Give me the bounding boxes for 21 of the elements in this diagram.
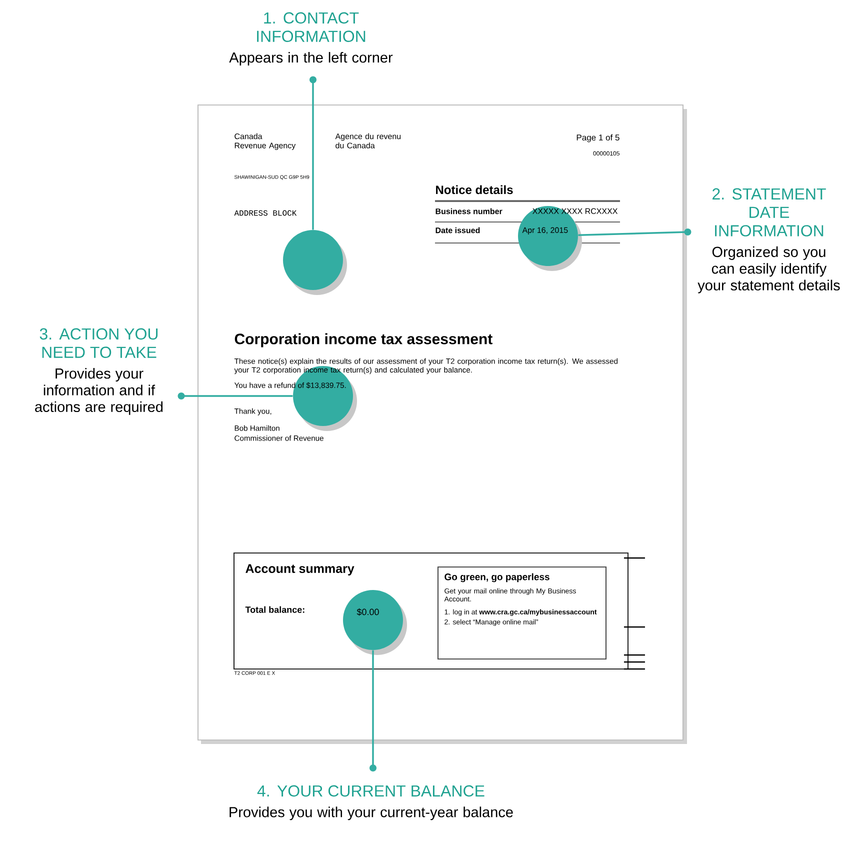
callout-text: 3. ACTION YOU NEED TO TAKE Provides your information and if actions are required bbox=[35, 328, 163, 415]
highlight-circle bbox=[343, 590, 407, 655]
notice-heading: Corporation income tax assessment bbox=[234, 333, 492, 348]
leader-line bbox=[310, 76, 316, 230]
document-text: Business number bbox=[436, 208, 502, 214]
leader-line bbox=[370, 650, 376, 772]
section-heading: Go green, go paperless bbox=[444, 573, 550, 582]
callout-text: 4. YOUR CURRENT BALANCE Provides you with your current-year balance bbox=[230, 785, 513, 820]
page-number: Page 1 of 5 bbox=[576, 134, 620, 142]
leader-line bbox=[578, 228, 692, 236]
document-text: $0.00 bbox=[356, 608, 379, 616]
highlight-circle bbox=[518, 206, 582, 271]
document-text: Date issued bbox=[436, 227, 480, 234]
document-text: Total balance: bbox=[245, 606, 304, 613]
callout-text: 1. CONTACT INFORMATION Appears in the left corner bbox=[229, 12, 393, 66]
agency-name: Agence du revenu du Canada bbox=[335, 133, 401, 148]
callout-text: 2. STATEMENT DATE INFORMATION Organized so you can easily identify your statement details bbox=[698, 188, 840, 294]
agency-name: Canada Revenue Agency bbox=[234, 133, 296, 150]
leader-line bbox=[178, 392, 293, 400]
highlight-circle bbox=[283, 230, 347, 295]
document-text: Apr 16, 2015 bbox=[522, 227, 568, 235]
